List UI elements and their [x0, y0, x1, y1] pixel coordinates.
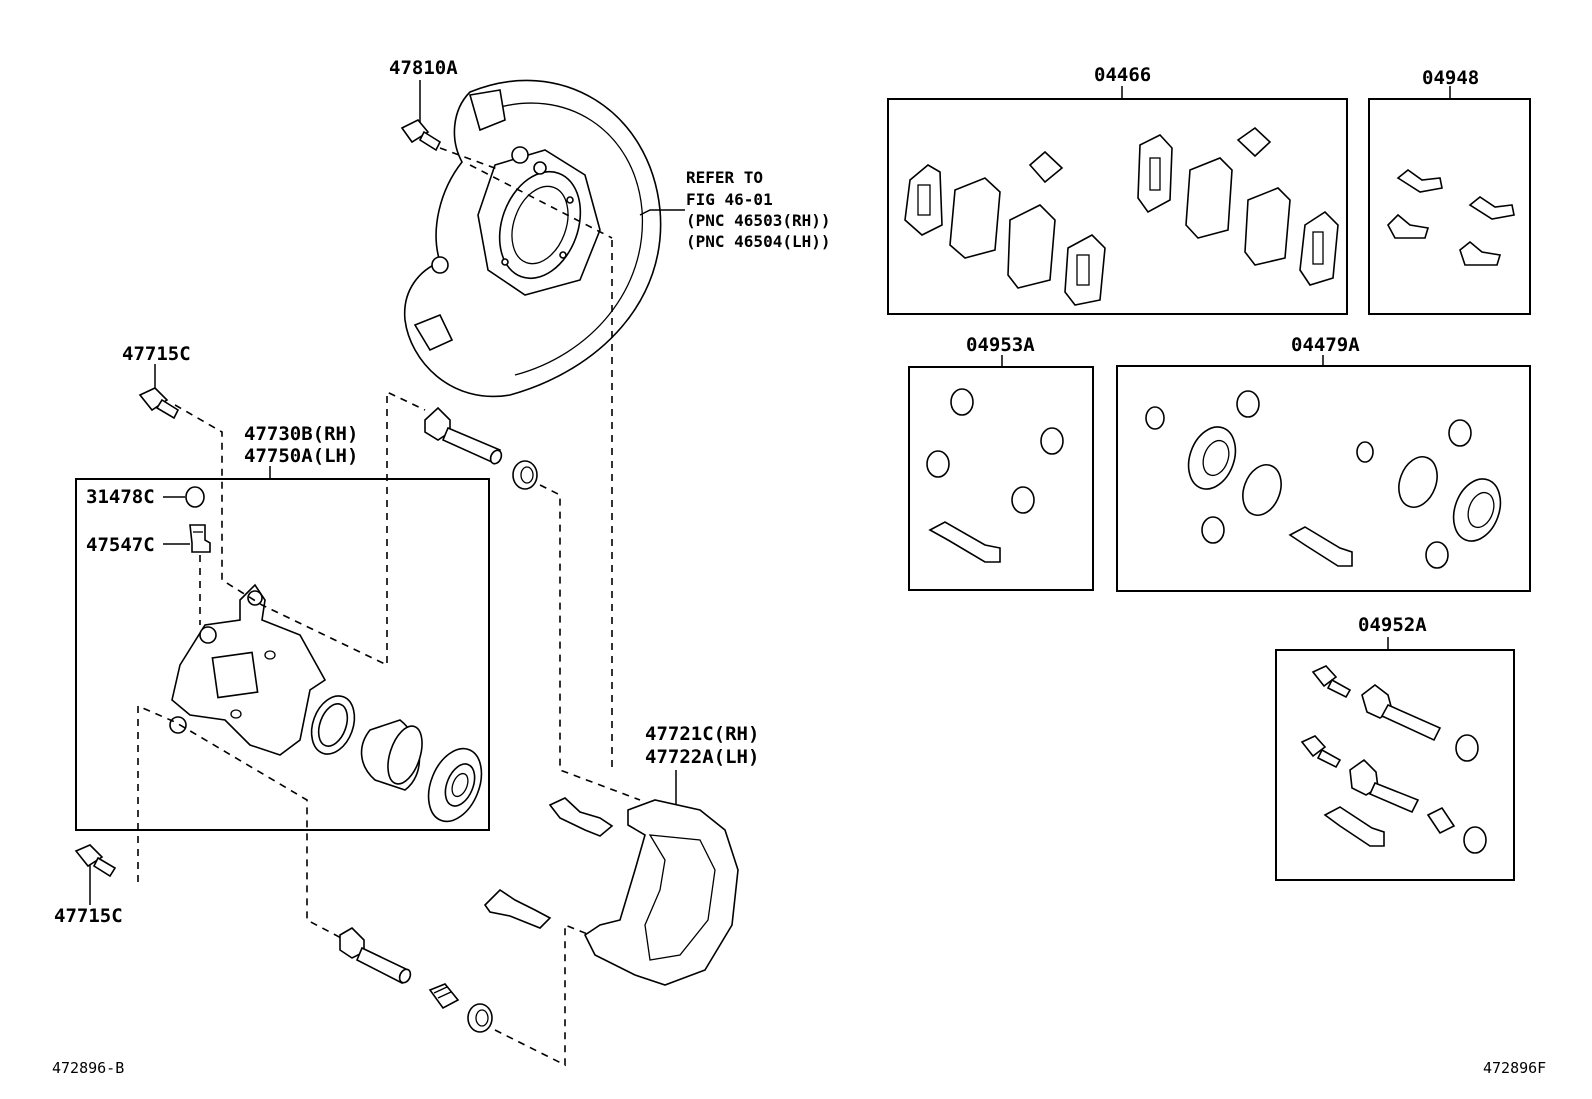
piston[interactable]: [360, 719, 429, 791]
dust-shield-plate[interactable]: [403, 79, 662, 398]
caliper-assembly-box: [75, 478, 490, 831]
lower-guide-boot[interactable]: [467, 1003, 493, 1033]
footer-right-code: 472896F: [1483, 1059, 1546, 1077]
callout-47810a: 47810A: [389, 57, 458, 79]
pad-clip-lower[interactable]: [483, 888, 552, 929]
lower-pin-guide: [494, 923, 591, 1067]
callout-04953a: 04953A: [966, 334, 1035, 356]
callout-47730b-rh: 47730B(RH): [244, 423, 358, 445]
reference-note-line2: FIG 46-01: [686, 190, 773, 209]
boot-kit-box: [908, 366, 1094, 591]
bolt-47810a[interactable]: [400, 80, 501, 171]
piston-seal[interactable]: [304, 690, 362, 760]
brake-pad-kit-box: [887, 98, 1348, 315]
bleeder-plug-47547c[interactable]: [163, 524, 211, 553]
guide-pin-kit-box: [1275, 649, 1515, 881]
callout-31478c: 31478C: [86, 486, 155, 508]
bleeder-cap-31478c[interactable]: [163, 486, 205, 508]
boot-kit-parts[interactable]: [926, 388, 1064, 563]
callout-04479a: 04479A: [1291, 334, 1360, 356]
reference-leader: [639, 209, 685, 216]
lower-guide-pin[interactable]: [339, 926, 412, 985]
bolt-47715c-top[interactable]: [138, 364, 180, 420]
lower-bolt-guide: [137, 704, 346, 941]
callout-04466: 04466: [1094, 64, 1151, 86]
brake-pad-kit-parts[interactable]: [904, 126, 1339, 306]
upper-guide-boot[interactable]: [512, 460, 538, 490]
upper-guide-pin[interactable]: [424, 406, 503, 465]
callout-47715c-bottom: 47715C: [54, 905, 123, 927]
shim-kit-parts[interactable]: [1387, 168, 1515, 266]
bolt-47715c-bottom[interactable]: [74, 844, 117, 905]
upper-bolt-guide: [174, 390, 426, 667]
callout-47715c-top: 47715C: [122, 343, 191, 365]
reference-note-line4: (PNC 46504(LH)): [686, 232, 831, 251]
guide-pin-kit-parts[interactable]: [1300, 665, 1487, 854]
shield-dashed-guide-2: [469, 164, 613, 239]
upper-pin-guide: [539, 484, 641, 801]
callout-47547c: 47547C: [86, 534, 155, 556]
caliper-mounting-bracket[interactable]: [583, 770, 739, 986]
piston-boot[interactable]: [419, 741, 492, 829]
callout-47750a-lh: 47750A(LH): [244, 445, 358, 467]
callout-47722a-lh: 47722A(LH): [645, 746, 759, 768]
reference-note-line3: (PNC 46503(RH)): [686, 211, 831, 230]
callout-04948: 04948: [1422, 67, 1479, 89]
caliper-body[interactable]: [169, 583, 327, 756]
callout-04952a: 04952A: [1358, 614, 1427, 636]
lower-guide-bushing[interactable]: [428, 983, 460, 1010]
pad-clip-upper[interactable]: [548, 797, 614, 837]
callout-47721c-rh: 47721C(RH): [645, 723, 759, 745]
seal-kit-parts[interactable]: [1145, 390, 1509, 569]
reference-note-line1: REFER TO: [686, 168, 763, 187]
footer-left-code: 472896-B: [52, 1059, 124, 1077]
